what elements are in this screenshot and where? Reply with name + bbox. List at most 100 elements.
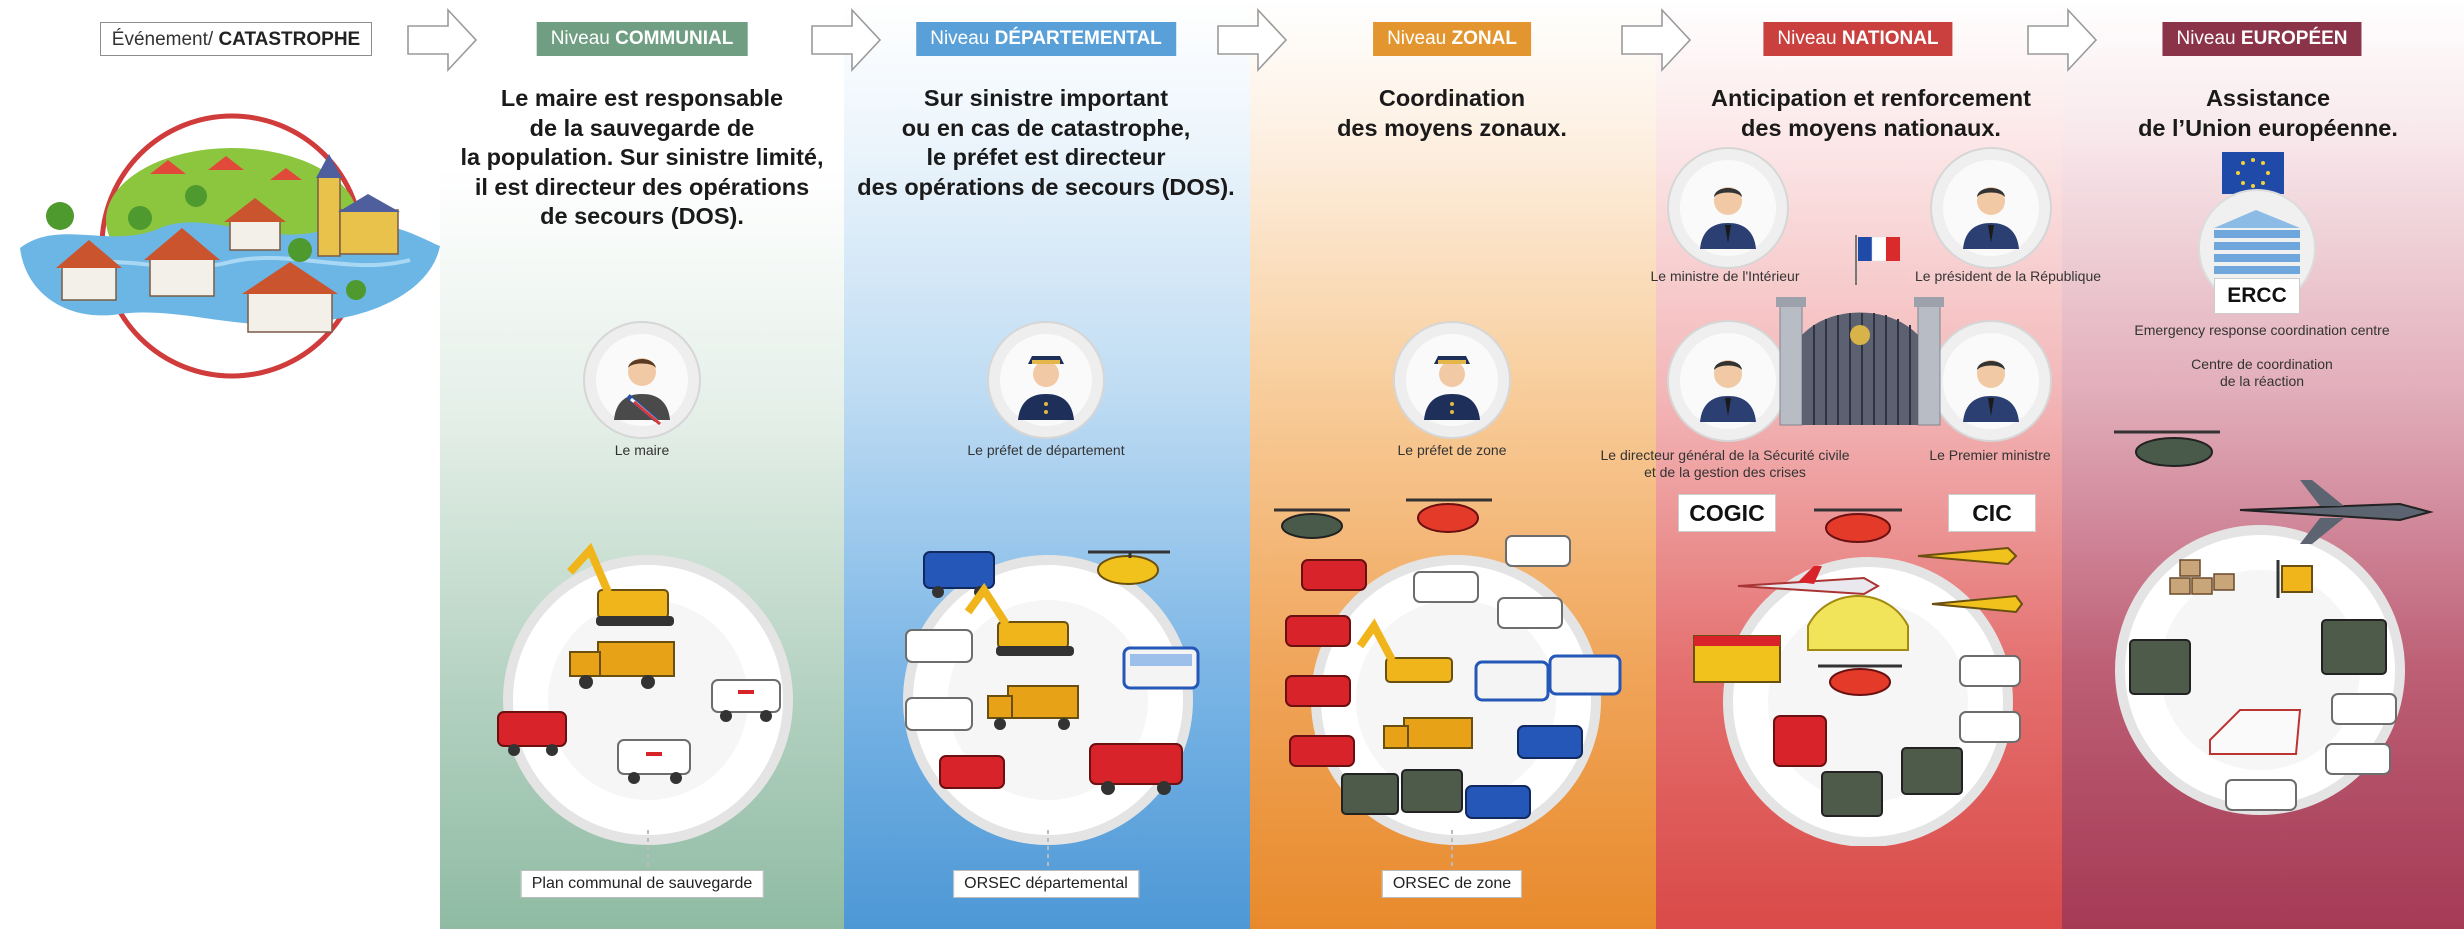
level-label-communal: Niveau COMMUNIAL	[536, 22, 748, 56]
dump-truck-icon	[1383, 717, 1473, 749]
house-icon	[56, 240, 122, 301]
level-label-national: Niveau NATIONAL	[1763, 22, 1953, 56]
level-label-europeen: Niveau EUROPÉEN	[2162, 22, 2362, 56]
truck-icon	[1693, 635, 1781, 683]
headline-line: Coordination	[1378, 85, 1526, 111]
house-icon	[224, 198, 286, 251]
supply-boxes-icon	[2169, 559, 2235, 595]
eu-flag-icon	[2222, 152, 2284, 194]
helicopter-icon	[1406, 498, 1492, 533]
headline-line: Anticipation et renforcement	[1711, 85, 2031, 111]
fire-van-icon	[939, 755, 1005, 789]
headline-national: Anticipation et renforcement des moyens …	[1669, 84, 2073, 143]
fire-truck-icon	[1089, 743, 1183, 795]
excavator-icon	[567, 542, 674, 626]
flood-scene-illustration	[20, 113, 440, 379]
level-prefix: Niveau	[1387, 28, 1452, 49]
label-prefet-departement: Le préfet de département	[967, 442, 1125, 458]
dump-truck-icon	[987, 685, 1079, 730]
event-label: Événement/ CATASTROPHE	[100, 22, 372, 56]
roof-icon	[150, 156, 302, 180]
military-truck-icon	[1341, 769, 1463, 815]
ambulance-icon	[2225, 693, 2397, 811]
house-icon	[144, 228, 220, 297]
helicopter-icon	[1814, 508, 1902, 543]
palace-gate-illustration	[1776, 235, 1944, 426]
level-label-zonal: Niveau ZONAL	[1373, 22, 1531, 56]
label-ercc-fr-line2: de la réaction	[2219, 373, 2305, 389]
label-dg-line1: Le directeur général de la Sécurité civi…	[1600, 447, 1850, 463]
headline-line: de la sauvegarde de	[529, 114, 755, 141]
headline-line: Sur sinistre important	[923, 85, 1169, 111]
headline-line: des opérations de secours (DOS).	[857, 173, 1235, 200]
label-ercc-full: Emergency response coordination centre	[2134, 322, 2390, 338]
bus-icon	[1474, 654, 1622, 702]
event-label-prefix: Événement/	[111, 29, 219, 50]
dg-securite-civile-avatar	[1667, 320, 1789, 442]
arrow-icon	[811, 7, 882, 73]
fire-truck-icon	[1773, 715, 1827, 767]
headline-line: le préfet est directeur	[926, 144, 1166, 170]
forklift-icon	[2276, 560, 2313, 598]
label-dg-line2: et de la gestion des crises	[1644, 464, 1806, 480]
cogic-badge: COGIC	[1678, 494, 1776, 532]
water-bomber-icon	[1917, 546, 2024, 614]
headline-departemental: Sur sinistre important ou en cas de cata…	[844, 84, 1248, 202]
event-label-strong: CATASTROPHE	[218, 29, 361, 50]
resources-communal	[497, 542, 793, 870]
plan-departemental-label: ORSEC départemental	[953, 870, 1139, 898]
flow-arrows	[407, 7, 2098, 73]
helicopter-icon	[2114, 430, 2220, 467]
label-mayor: Le maire	[614, 442, 670, 458]
headline-line: il est directeur des opérations	[474, 173, 810, 200]
church-icon	[316, 154, 400, 257]
arrow-icon	[1217, 7, 1288, 73]
fire-van-icon	[497, 711, 567, 756]
cic-badge: CIC	[1948, 494, 2036, 532]
headline-zonal: Coordination des moyens zonaux.	[1252, 84, 1652, 143]
level-strong: DÉPARTEMENTAL	[994, 28, 1162, 49]
ercc-building-illustration	[2198, 152, 2316, 307]
tent-icon	[2209, 709, 2302, 755]
level-prefix: Niveau	[1777, 28, 1842, 49]
label-premier-ministre: Le Premier ministre	[1929, 447, 2051, 463]
headline-line: la population. Sur sinistre limité,	[460, 144, 824, 170]
headline-line: Le maire est responsable	[500, 85, 784, 111]
label-president: Le président de la République	[1914, 268, 2102, 284]
prefet-zone-avatar	[1393, 321, 1511, 439]
level-strong: NATIONAL	[1841, 28, 1939, 49]
resources-europeen	[2114, 430, 2434, 815]
level-label-departemental: Niveau DÉPARTEMENTAL	[916, 22, 1176, 56]
resources-zonal	[1274, 498, 1622, 870]
ambulance-icon	[1413, 535, 1571, 629]
tree-icon	[46, 185, 366, 300]
headline-line: de l’Union européenne.	[2138, 114, 2398, 141]
military-truck-icon	[1821, 747, 1963, 817]
cargo-plane-icon	[2239, 480, 2434, 544]
ambulance-icon	[711, 679, 781, 722]
tent-icon	[1807, 595, 1909, 651]
french-flag-icon	[1855, 235, 1900, 285]
level-strong: COMMUNIAL	[615, 28, 734, 49]
plane-icon	[1737, 566, 1881, 596]
excavator-icon	[964, 582, 1074, 656]
helicopter-icon	[1818, 664, 1902, 696]
police-van-icon	[1465, 725, 1583, 819]
ambulance-icon	[617, 739, 691, 784]
headline-communal: Le maire est responsable de la sauvegard…	[442, 84, 842, 232]
fire-van-icon	[1285, 559, 1367, 767]
resources-national	[1693, 508, 2024, 846]
minister-interior-avatar	[1667, 147, 1789, 269]
mayor-avatar	[583, 321, 701, 439]
plan-communal-label: Plan communal de sauvegarde	[520, 870, 764, 898]
headline-europeen: Assistance de l’Union européenne.	[2073, 84, 2463, 143]
headline-line: des moyens nationaux.	[1741, 114, 2001, 141]
ambulance-icon	[905, 629, 973, 731]
excavator-icon	[1356, 618, 1453, 683]
house-icon	[242, 262, 338, 333]
military-truck-icon	[2129, 619, 2387, 695]
label-ercc-fr-line1: Centre de coordination	[2191, 356, 2333, 372]
ercc-badge: ERCC	[2214, 278, 2300, 314]
helicopter-icon	[1274, 508, 1350, 539]
label-prefet-zone: Le préfet de zone	[1397, 442, 1507, 458]
